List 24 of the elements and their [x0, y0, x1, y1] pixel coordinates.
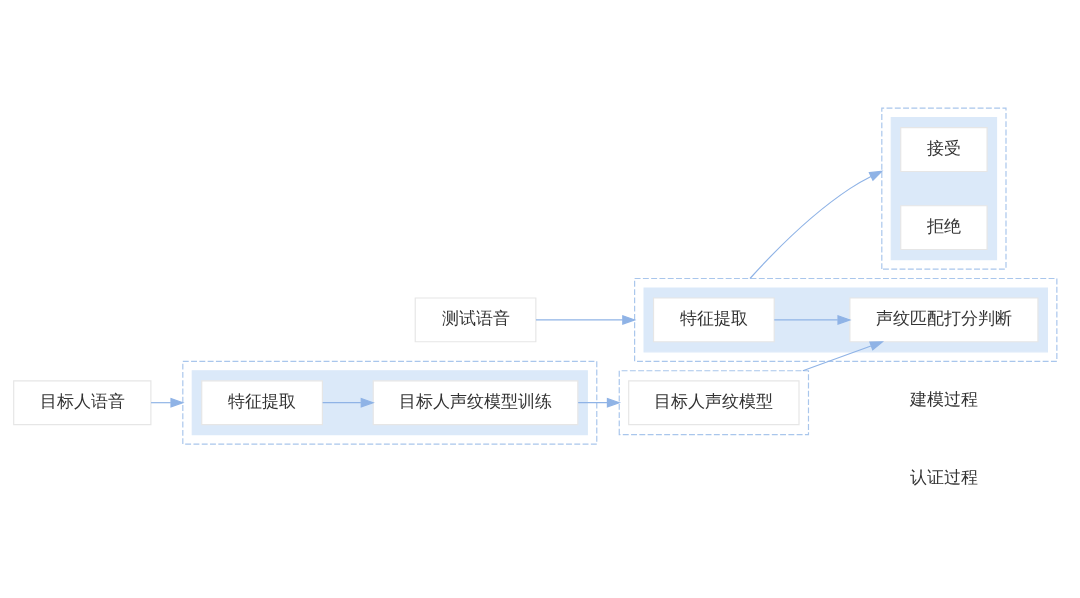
arrow	[749, 170, 884, 279]
cluster	[890, 116, 998, 260]
label: 建模过程	[909, 389, 978, 409]
cluster	[881, 107, 1007, 270]
cluster	[182, 360, 598, 445]
cluster	[618, 369, 810, 435]
node-box: 拒绝	[900, 204, 988, 250]
node-box: 声纹匹配打分判断	[849, 296, 1039, 342]
arrow	[150, 397, 185, 408]
node-box: 测试语音	[414, 296, 537, 342]
label: 认证过程	[909, 467, 978, 487]
arrow	[535, 314, 637, 325]
node-box: 目标人语音	[13, 379, 152, 425]
arrow	[773, 314, 852, 325]
node-box: 特征提取	[201, 379, 323, 425]
cluster	[191, 369, 588, 435]
node-box: 目标人声纹模型训练	[372, 379, 579, 425]
arrow	[577, 397, 622, 408]
arrow	[802, 340, 885, 371]
node-box: 目标人声纹模型	[628, 379, 800, 425]
node-box: 接受	[900, 126, 988, 172]
node-box: 特征提取	[652, 296, 775, 342]
cluster	[634, 277, 1058, 362]
arrow	[322, 397, 375, 408]
